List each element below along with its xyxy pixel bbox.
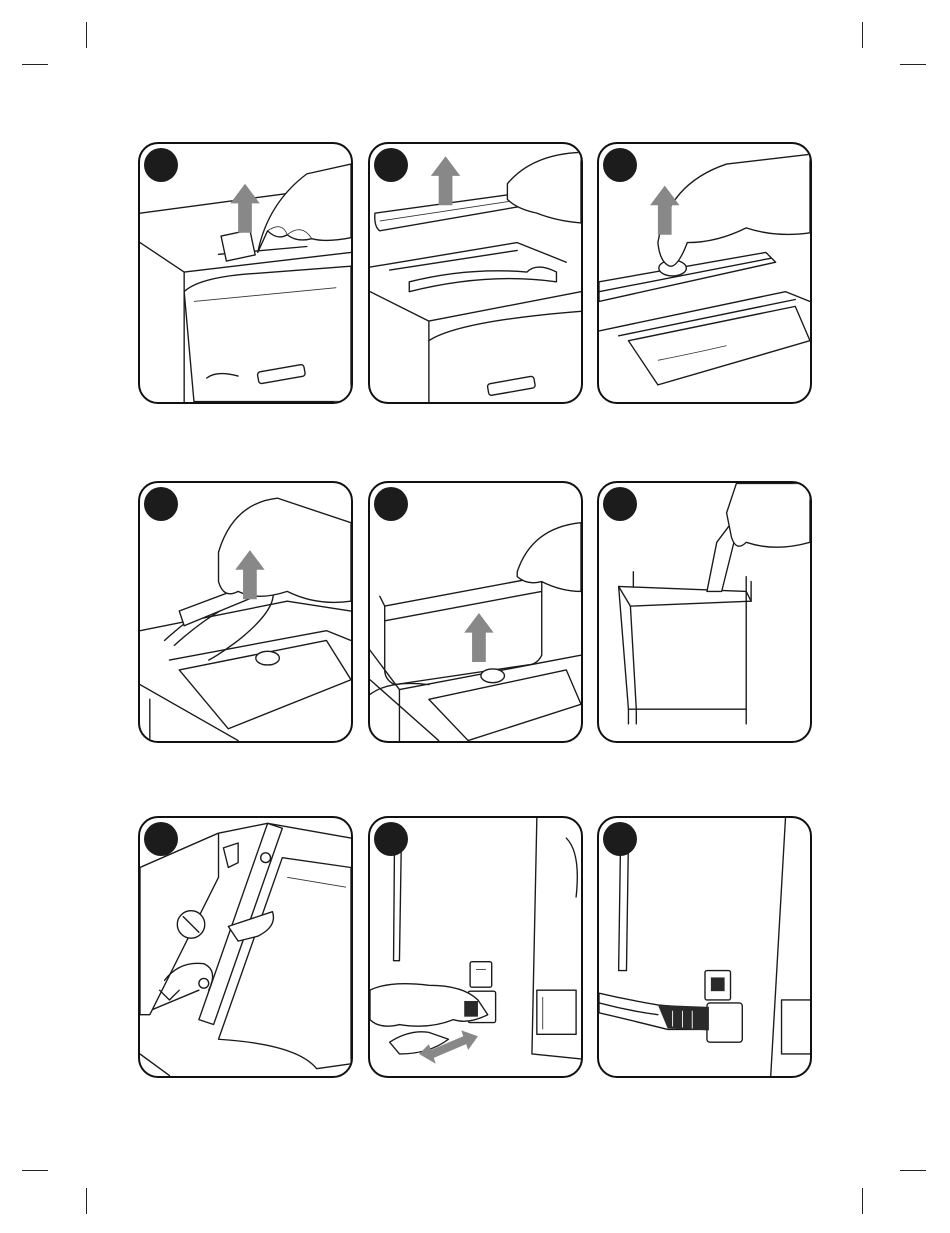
crop-mark	[900, 1170, 926, 1171]
step-panel-2	[368, 142, 583, 404]
illustration-pull-out-tube	[140, 483, 351, 741]
up-arrow-icon	[431, 156, 460, 205]
step-number-badge	[144, 148, 178, 182]
crop-mark	[862, 1188, 863, 1214]
crop-mark	[86, 22, 87, 48]
illustration-tank-compartment	[140, 818, 351, 1076]
crop-mark	[22, 1170, 48, 1171]
illustration-lift-water-tank	[370, 483, 581, 741]
step-panel-6	[597, 481, 812, 743]
step-panel-4	[138, 481, 353, 743]
step-panel-1	[138, 142, 353, 404]
step-panel-7	[138, 816, 353, 1078]
crop-mark	[900, 64, 926, 65]
illustration-insert-power-plug	[370, 818, 581, 1076]
crop-mark	[86, 1188, 87, 1214]
step-panel-9	[597, 816, 812, 1078]
step-panel-5	[368, 481, 583, 743]
step-number-badge	[374, 148, 408, 182]
step-number-badge	[603, 822, 637, 856]
crop-mark	[22, 64, 48, 65]
illustration-fill-water-tank	[599, 483, 810, 741]
illustration-lift-tank-lid	[370, 144, 581, 402]
illustration-lift-lid-latch	[140, 144, 351, 402]
step-number-badge	[374, 822, 408, 856]
crop-mark	[862, 22, 863, 48]
illustration-remove-tank-cover	[599, 144, 810, 402]
step-number-badge	[144, 822, 178, 856]
step-number-badge	[603, 487, 637, 521]
up-arrow-icon	[230, 184, 259, 233]
step-number-badge	[144, 487, 178, 521]
step-panel-8	[368, 816, 583, 1078]
step-number-badge	[603, 148, 637, 182]
step-number-badge	[374, 487, 408, 521]
step-panel-3	[597, 142, 812, 404]
illustration-plug-connected	[599, 818, 810, 1076]
